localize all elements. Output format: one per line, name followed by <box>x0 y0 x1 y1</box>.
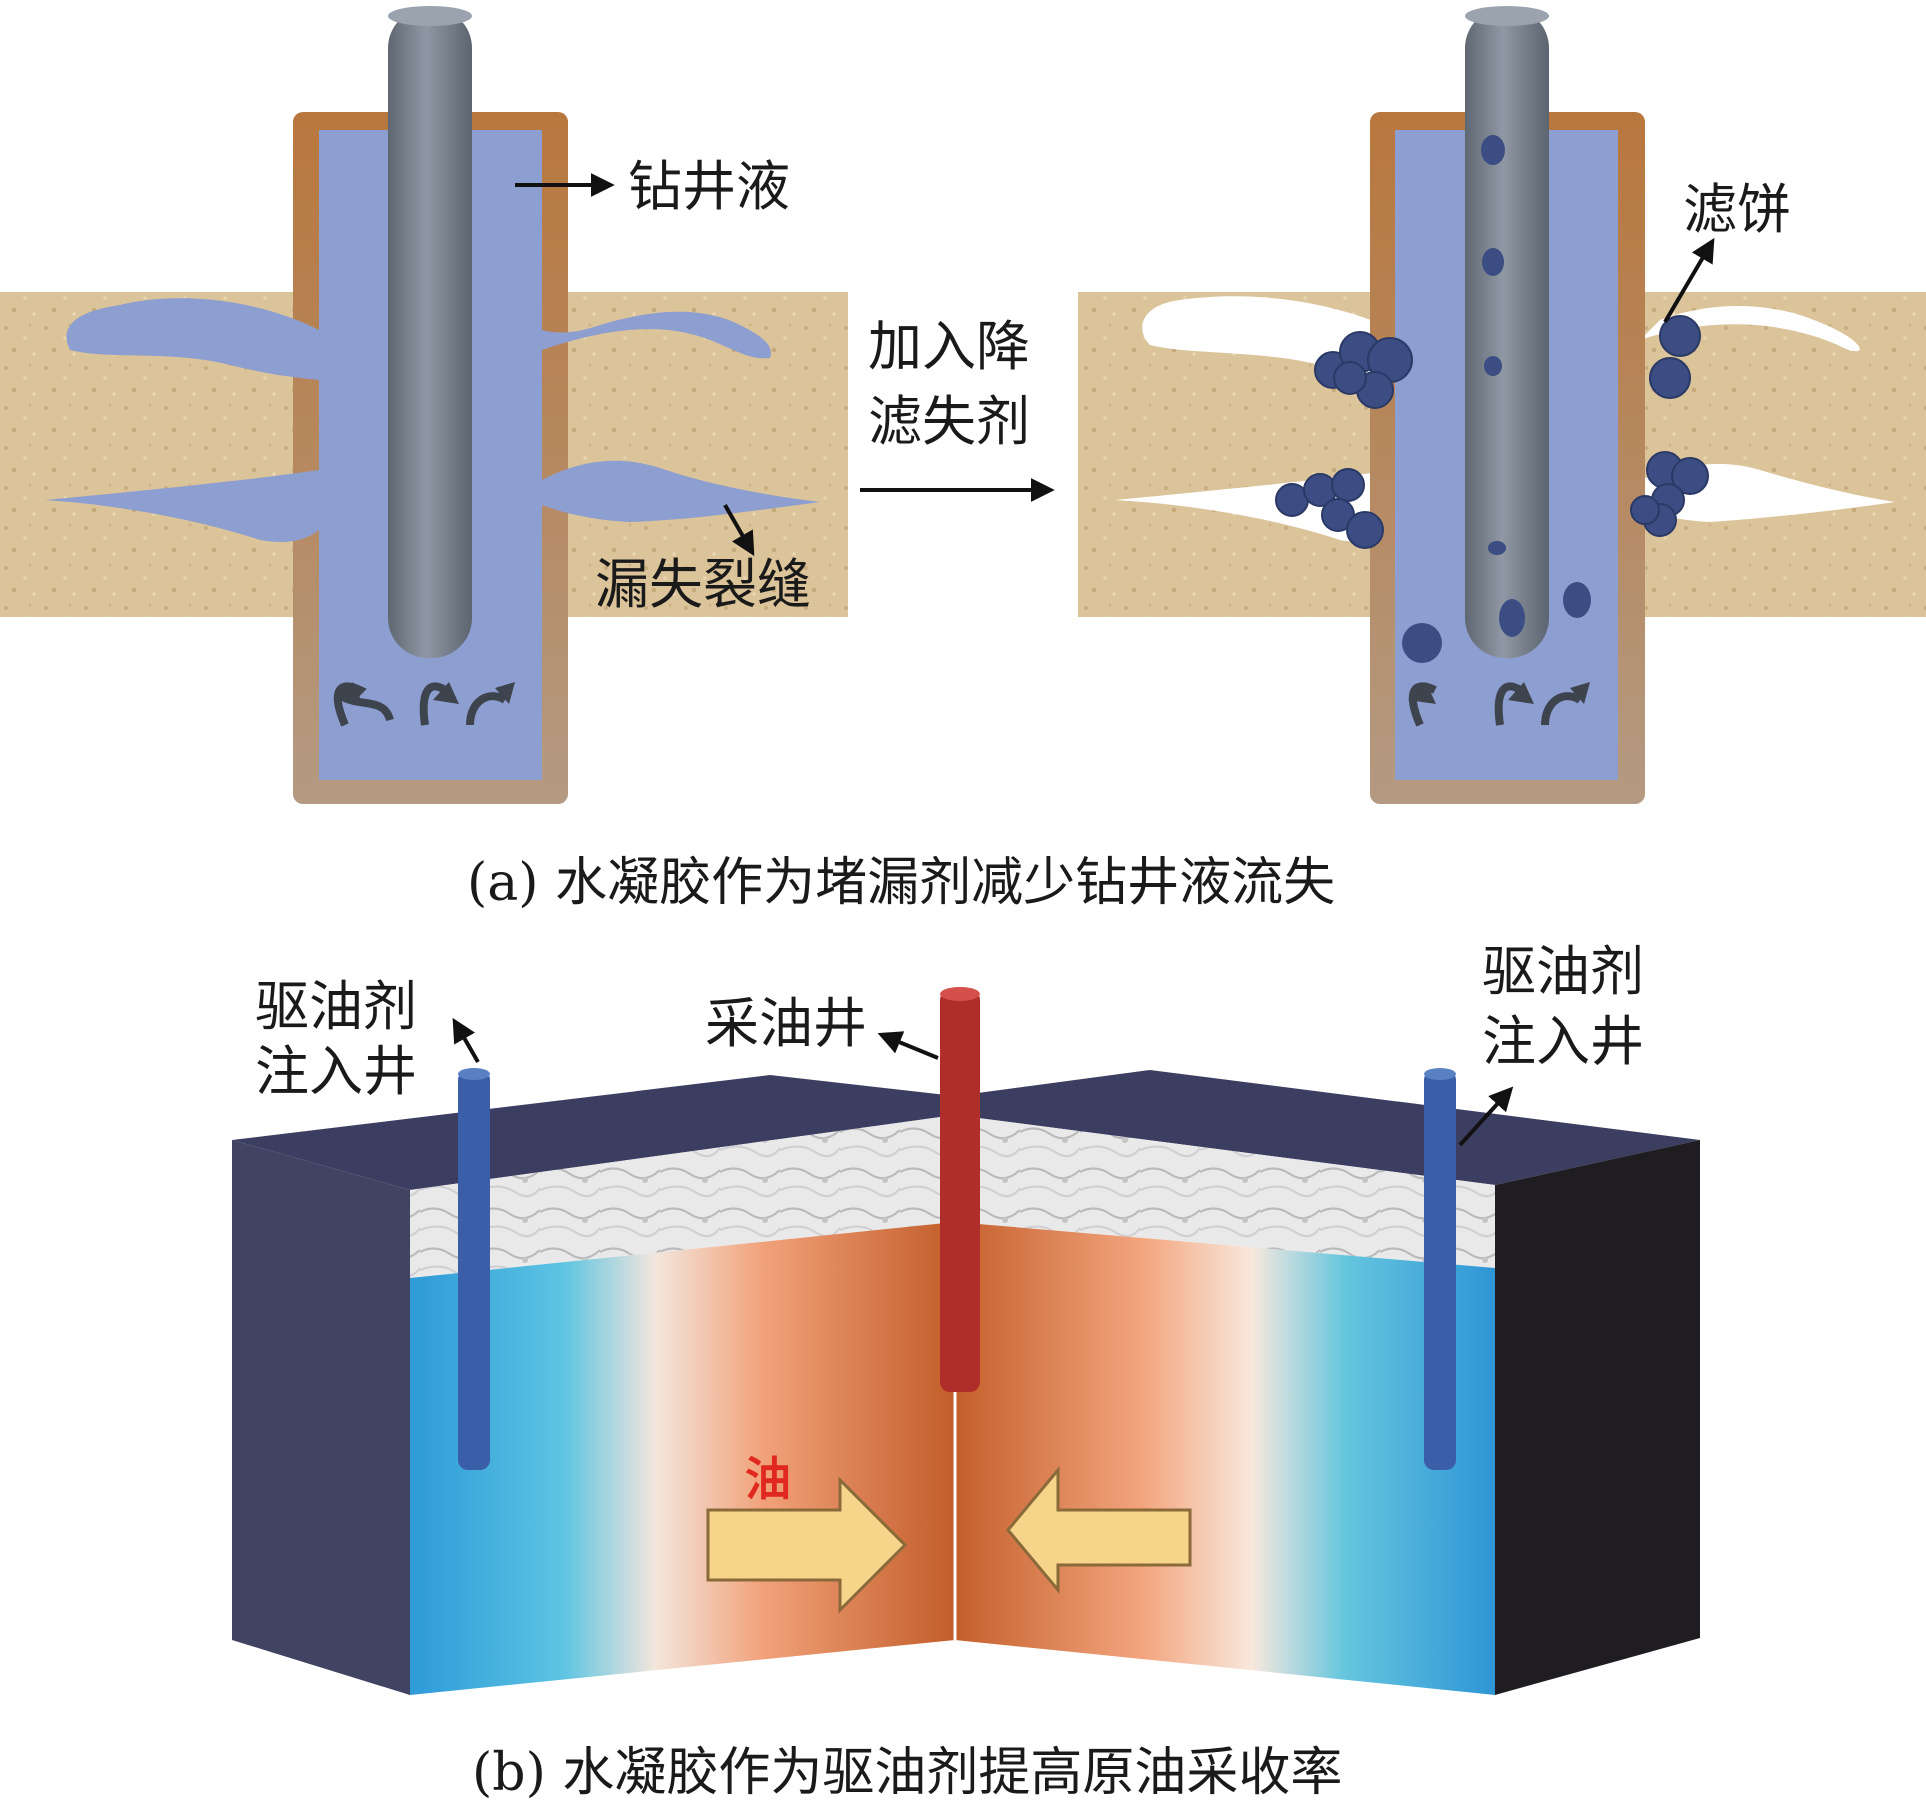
filter-cake-cluster-lower-right <box>1630 451 1709 537</box>
fracture-upper-right <box>542 311 771 359</box>
process-text-line1: 加入降 <box>868 315 1030 378</box>
reservoir-front-right <box>955 1222 1495 1695</box>
filter-cake-cluster-lower-left <box>1275 468 1384 549</box>
label-left-injector-line2: 注入井 <box>255 1040 417 1103</box>
fracture-white-upper-right <box>1640 305 1860 352</box>
drill-pipe-right <box>1465 8 1549 658</box>
panel-a-right-wellbore <box>1078 6 1926 804</box>
left-injection-well <box>458 1070 490 1470</box>
leader-filter-cake <box>1663 237 1715 324</box>
fracture-upper-left <box>66 298 319 380</box>
block-top-face <box>232 1070 1700 1190</box>
caprock-layer-left <box>410 1115 955 1278</box>
label-production-well: 采油井 <box>705 992 867 1055</box>
process-text-line2: 滤失剂 <box>868 390 1030 453</box>
label-right-injector-line2: 注入井 <box>1482 1010 1644 1073</box>
circulation-arrow-right-3 <box>1541 692 1583 726</box>
fracture-lower-left <box>45 470 319 542</box>
oil-flow-arrow-left <box>706 1476 908 1614</box>
block-right-side <box>1495 1140 1700 1695</box>
reservoir-front-left <box>410 1222 955 1695</box>
circulation-arrow-right-1 <box>1408 682 1437 727</box>
label-filter-cake: 滤饼 <box>1683 178 1791 241</box>
label-loss-fracture: 漏失裂缝 <box>595 553 811 616</box>
caption-b: (b) 水凝胶作为驱油剂提高原油采收率 <box>472 1743 1342 1803</box>
filter-cake-cluster-upper-right <box>1649 315 1701 399</box>
label-drilling-fluid: 钻井液 <box>628 155 790 218</box>
circulation-arrow-left-3 <box>466 692 508 726</box>
caprock-layer-right <box>955 1115 1495 1268</box>
leader-right-injector <box>1458 1086 1514 1147</box>
panel-b-reservoir-block <box>232 1070 1700 1695</box>
fluid-loss-additive-particles <box>1402 135 1591 663</box>
fracture-lower-right <box>542 460 820 522</box>
block-left-side <box>232 1140 410 1695</box>
caption-a: (a) 水凝胶作为堵漏剂减少钻井液流失 <box>467 853 1335 913</box>
circulation-arrow-left-1 <box>333 682 394 727</box>
leader-left-injector <box>452 1017 480 1063</box>
production-well <box>940 990 980 1392</box>
drill-pipe-left <box>388 8 472 658</box>
leader-loss-fracture <box>723 504 755 557</box>
oil-flow-arrow-right <box>1006 1465 1192 1595</box>
filter-cake-cluster-upper-left <box>1314 331 1413 409</box>
label-right-injector-line1: 驱油剂 <box>1482 940 1644 1003</box>
panel-a-left-wellbore <box>0 6 848 804</box>
circulation-arrow-left-2 <box>419 682 448 726</box>
leader-production-well <box>877 1031 939 1060</box>
circulation-arrow-right-2 <box>1494 682 1523 726</box>
label-left-injector-line1: 驱油剂 <box>255 975 417 1038</box>
label-oil: 油 <box>745 1452 791 1506</box>
right-injection-well <box>1424 1070 1456 1470</box>
